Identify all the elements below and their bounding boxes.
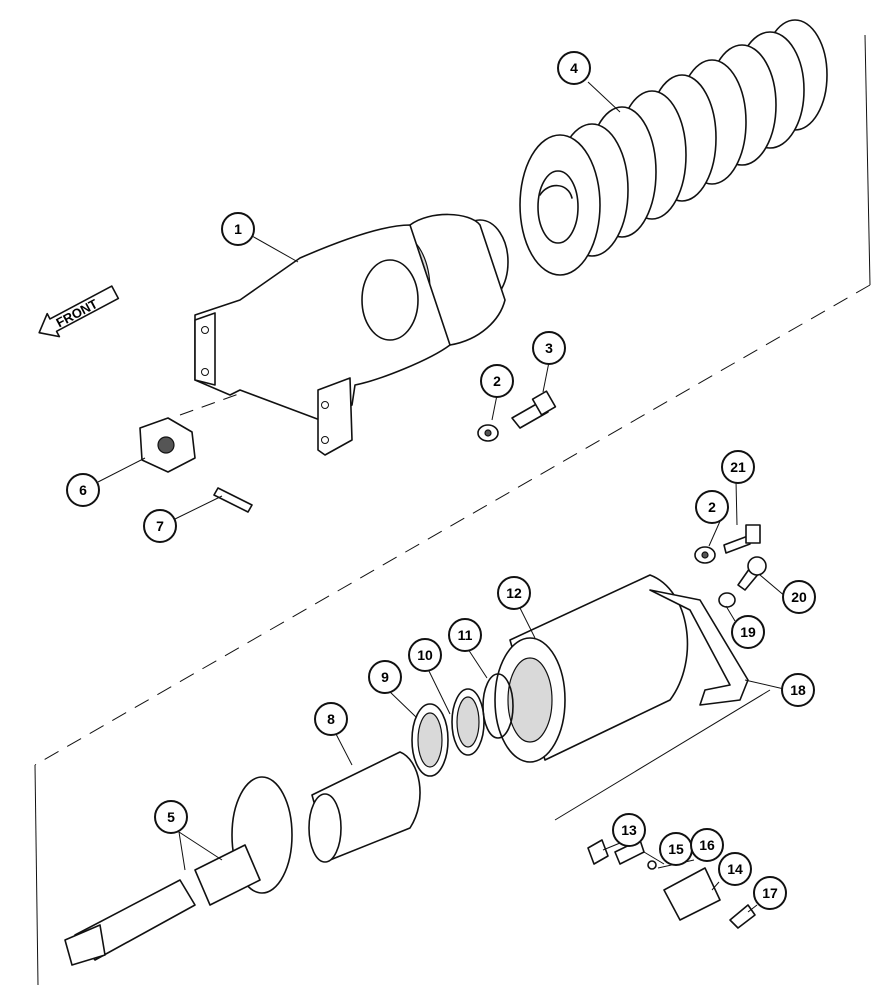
callout-20: 20 [782, 580, 816, 614]
svg-text:7: 7 [156, 518, 164, 534]
callout-8: 8 [314, 702, 348, 736]
svg-text:20: 20 [791, 589, 807, 605]
svg-text:4: 4 [570, 60, 578, 76]
front-arrow: FRONT [38, 285, 120, 338]
front-label: FRONT [54, 296, 101, 330]
svg-text:3: 3 [545, 340, 553, 356]
castle-nut [139, 417, 196, 473]
callout-12: 12 [497, 576, 531, 610]
callout-2-lower: 2 [695, 490, 729, 524]
rod-5 [64, 776, 293, 966]
svg-text:19: 19 [740, 624, 756, 640]
piston-8 [308, 751, 421, 863]
svg-text:10: 10 [417, 647, 433, 663]
svg-text:11: 11 [458, 627, 473, 643]
callout-7: 7 [143, 509, 177, 543]
callout-13: 13 [612, 813, 646, 847]
svg-text:5: 5 [167, 809, 175, 825]
callout-10: 10 [408, 638, 442, 672]
leader-lines [97, 81, 787, 913]
valve-parts [587, 839, 756, 929]
lower-washer [694, 546, 716, 564]
callout-15: 15 [659, 832, 693, 866]
upper-bolt [511, 390, 557, 429]
callout-3: 3 [532, 331, 566, 365]
callout-17: 17 [753, 876, 787, 910]
svg-text:16: 16 [699, 837, 715, 853]
callout-14: 14 [718, 852, 752, 886]
lower-washer-19 [718, 592, 736, 608]
callout-16: 16 [690, 828, 724, 862]
callout-18: 18 [781, 673, 815, 707]
svg-text:14: 14 [727, 861, 743, 877]
bracket [649, 589, 749, 706]
callout-21: 21 [721, 450, 755, 484]
svg-text:21: 21 [730, 459, 746, 475]
upper-washer [477, 424, 499, 442]
cylinder [494, 574, 689, 763]
callout-2: 2 [480, 364, 514, 398]
callout-5: 5 [154, 800, 188, 834]
svg-text:6: 6 [79, 482, 87, 498]
seal-9 [411, 703, 449, 777]
snap-ring-11 [482, 673, 514, 739]
bolt-21 [723, 524, 761, 554]
callout-4: 4 [557, 51, 591, 85]
bolt-20 [737, 556, 767, 591]
callout-1: 1 [221, 212, 255, 246]
svg-text:8: 8 [327, 711, 335, 727]
svg-text:2: 2 [493, 373, 501, 389]
callout-9: 9 [368, 660, 402, 694]
svg-text:9: 9 [381, 669, 389, 685]
callout-11: 11 [448, 618, 482, 652]
cotter-pin [213, 487, 253, 513]
svg-text:15: 15 [668, 841, 684, 857]
svg-text:2: 2 [708, 499, 716, 515]
svg-text:12: 12 [506, 585, 522, 601]
svg-text:18: 18 [790, 682, 806, 698]
callout-19: 19 [731, 615, 765, 649]
front-idler-yoke [194, 213, 509, 456]
svg-text:17: 17 [762, 885, 778, 901]
callout-6: 6 [66, 473, 100, 507]
recoil-spring [519, 19, 828, 276]
seal-10 [451, 688, 485, 756]
svg-text:1: 1 [234, 221, 242, 237]
svg-text:13: 13 [621, 822, 637, 838]
